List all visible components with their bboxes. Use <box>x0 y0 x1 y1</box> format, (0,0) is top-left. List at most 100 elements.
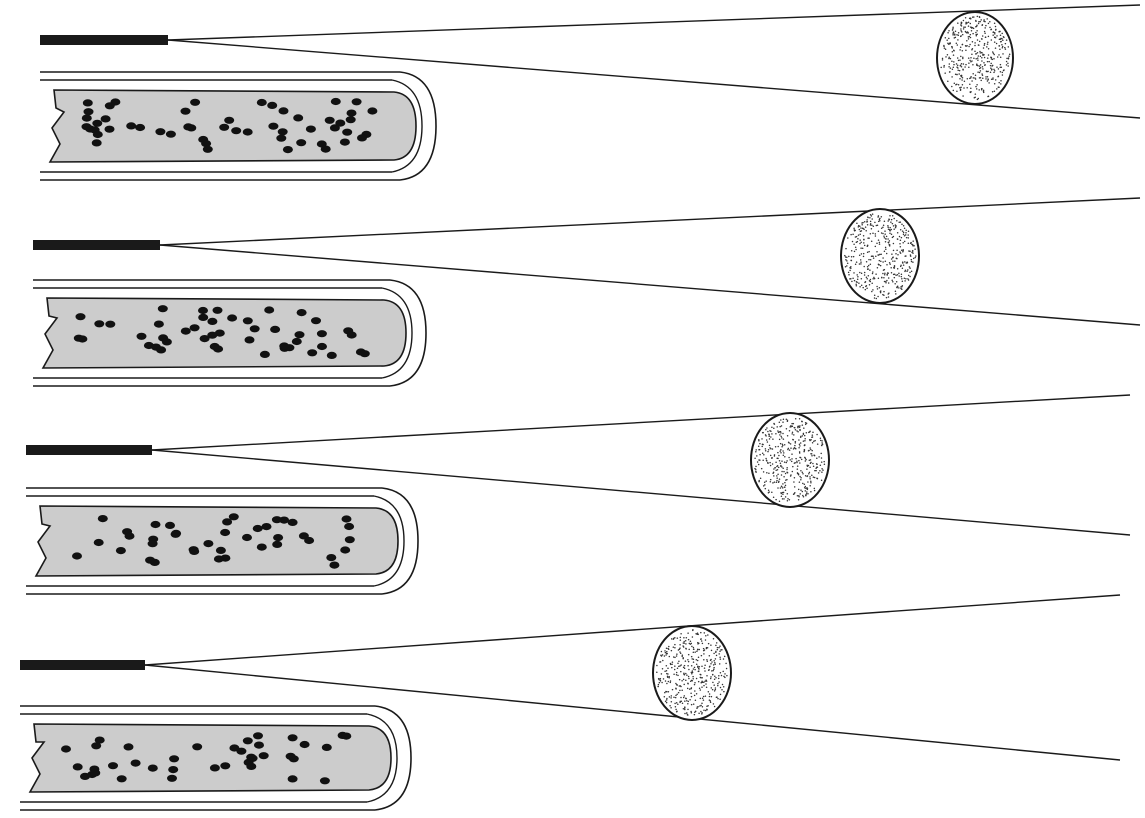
stipple-dot <box>859 243 861 245</box>
stipple-dot <box>804 444 806 446</box>
stipple-dot <box>724 656 726 658</box>
stipple-dot <box>975 32 977 34</box>
stipple-dot <box>758 459 760 461</box>
stipple-dot <box>881 228 883 230</box>
stipple-dot <box>788 442 790 444</box>
stipple-dot <box>978 55 980 57</box>
stipple-dot <box>814 488 816 490</box>
tissue-dot <box>91 742 101 749</box>
stipple-dot <box>723 676 725 678</box>
tissue-dot <box>224 117 234 124</box>
stipple-dot <box>866 278 868 280</box>
stipple-dot <box>879 260 881 262</box>
tissue-dot <box>342 129 352 136</box>
stipple-dot <box>778 432 780 434</box>
tissue-dot <box>345 536 355 543</box>
stipple-dot <box>687 714 689 716</box>
stipple-dot <box>806 491 808 493</box>
stipple-dot <box>951 86 953 88</box>
stipple-dot <box>798 460 800 462</box>
stipple-dot <box>769 438 771 440</box>
stipple-dot <box>888 292 890 294</box>
stipple-dot <box>999 49 1001 51</box>
stipple-dot <box>670 697 672 699</box>
tissue-dot <box>260 351 270 358</box>
stipple-dot <box>877 224 879 226</box>
stipple-dot <box>786 472 788 474</box>
stipple-dot <box>953 61 955 63</box>
stipple-dot <box>900 240 902 242</box>
stipple-dot <box>809 476 811 478</box>
stipple-dot <box>955 74 957 76</box>
stipple-dot <box>861 285 863 287</box>
stipple-dot <box>779 434 781 436</box>
stipple-dot <box>777 465 779 467</box>
stipple-dot <box>666 698 668 700</box>
stipple-dot <box>808 473 810 475</box>
stipple-dot <box>787 435 789 437</box>
stipple-dot <box>702 697 704 699</box>
stipple-dot <box>979 72 981 74</box>
stipple-dot <box>686 637 688 639</box>
stipple-dot <box>889 244 891 246</box>
stipple-dot <box>860 263 862 265</box>
stipple-dot <box>855 263 857 265</box>
stipple-dot <box>1000 34 1002 36</box>
stipple-dot <box>870 279 872 281</box>
stipple-dot <box>784 461 786 463</box>
stipple-dot <box>958 60 960 62</box>
stipple-dot <box>677 675 679 677</box>
stipple-dot <box>958 35 960 37</box>
stipple-dot <box>865 289 867 291</box>
stipple-dot <box>985 78 987 80</box>
stipple-dot <box>904 228 906 230</box>
stipple-dot <box>891 279 893 281</box>
stipple-dot <box>803 433 805 435</box>
stipple-dot <box>1007 65 1009 67</box>
stipple-dot <box>982 77 984 79</box>
stipple-dot <box>960 46 962 48</box>
stipple-dot <box>895 290 897 292</box>
stipple-dot <box>767 441 769 443</box>
stipple-dot <box>714 690 716 692</box>
stipple-dot <box>786 428 788 430</box>
stipple-dot <box>781 437 783 439</box>
stipple-dot <box>994 91 996 93</box>
stipple-dot <box>780 492 782 494</box>
stipple-dot <box>798 499 800 501</box>
stipple-dot <box>703 709 705 711</box>
stipple-dot <box>896 287 898 289</box>
stipple-dot <box>674 703 676 705</box>
stipple-dot <box>860 227 862 229</box>
stipple-dot <box>818 456 820 458</box>
stipple-dot <box>781 425 783 427</box>
stipple-dot <box>870 259 872 261</box>
stipple-dot <box>915 255 917 257</box>
stipple-dot <box>996 43 998 45</box>
stipple-dot <box>814 490 816 492</box>
stipple-dot <box>1003 70 1005 72</box>
stipple-dot <box>666 653 668 655</box>
stipple-dot <box>684 713 686 715</box>
tissue-dot <box>360 350 370 357</box>
tissue-dot <box>220 762 230 769</box>
stipple-dot <box>973 77 975 79</box>
stipple-dot <box>972 64 974 66</box>
stipple-dot <box>856 261 858 263</box>
stipple-dot <box>905 229 907 231</box>
stipple-dot <box>775 499 777 501</box>
stipple-dot <box>678 692 680 694</box>
stipple-dot <box>713 667 715 669</box>
stipple-dot <box>710 663 712 665</box>
stipple-dot <box>857 238 859 240</box>
tissue-dot <box>262 523 272 530</box>
stipple-dot <box>679 651 681 653</box>
stipple-dot <box>988 96 990 98</box>
stipple-dot <box>969 17 971 19</box>
stipple-dot <box>700 698 702 700</box>
stipple-dot <box>782 450 784 452</box>
stipple-dot <box>991 28 993 30</box>
stipple-dot <box>875 246 877 248</box>
stipple-dot <box>899 251 901 253</box>
stipple-dot <box>785 485 787 487</box>
